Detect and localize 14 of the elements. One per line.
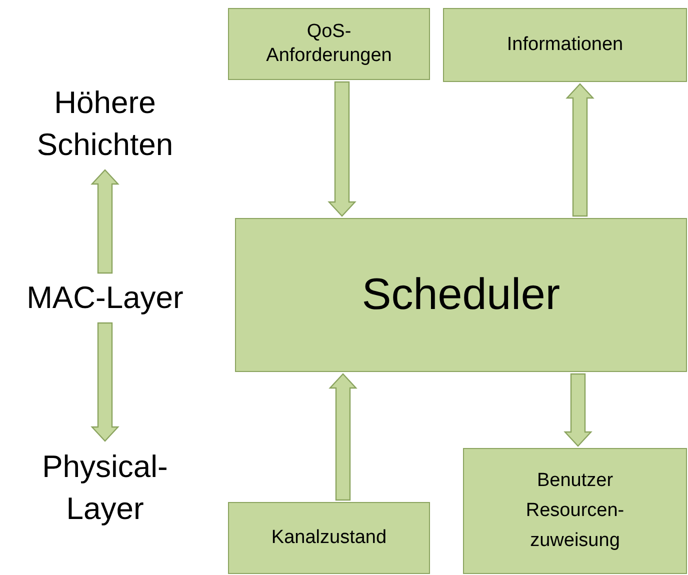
block-arrow [564,373,592,447]
layer-label: Höhere Schichten [10,80,200,168]
process-box: QoS-Anforderungen [228,8,430,80]
process-box: Scheduler [235,218,687,372]
block-arrow [90,169,120,274]
process-box: Informationen [443,8,687,82]
layer-label: MAC-Layer [5,275,205,321]
block-arrow [328,81,356,217]
block-arrow [90,322,120,442]
block-arrow [566,83,594,217]
layer-label: Physical-Layer [10,443,200,533]
process-box: Kanalzustand [228,502,430,574]
process-box: Benutzer Resourcen-zuweisung [463,448,687,574]
block-arrow [328,373,358,501]
